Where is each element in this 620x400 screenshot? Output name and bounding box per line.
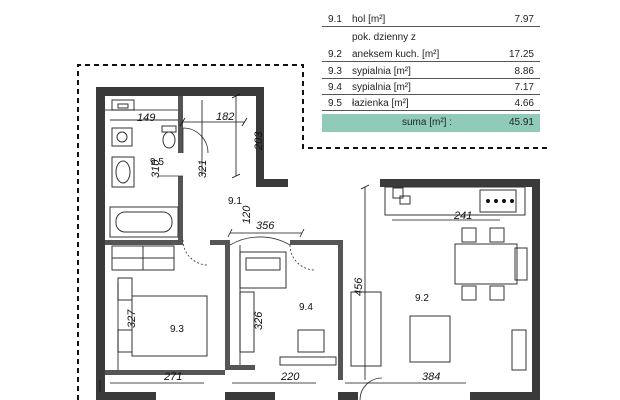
dashed-boundary xyxy=(77,64,548,400)
room-labels: 9.5 9.1 9.3 9.4 9.2 xyxy=(150,157,429,335)
hob-dots xyxy=(486,199,514,203)
dim-220: 220 xyxy=(280,371,300,383)
table-row-94: 9.4 sypialnia [m²] 7.17 xyxy=(322,78,540,95)
room-area: 8.86 xyxy=(514,66,534,77)
bedroom-93-furniture xyxy=(111,245,208,357)
table-row-91: 9.1 hol [m²] 7.97 xyxy=(322,6,540,27)
room-area: 7.17 xyxy=(514,82,534,93)
doors xyxy=(158,127,383,400)
dim-384: 384 xyxy=(422,371,440,383)
room-name: sypialnia [m²] xyxy=(352,66,411,77)
room-area: 7.97 xyxy=(514,14,534,25)
table-row-92: pok. dzienny z 9.2 aneksem kuch. [m²] 17… xyxy=(322,26,540,62)
dim-182: 182 xyxy=(216,111,234,123)
sum-value: 45.91 xyxy=(508,117,534,128)
room-area: 17.25 xyxy=(508,49,534,60)
outer-walls xyxy=(96,87,540,400)
dim-321: 321 xyxy=(197,160,209,178)
room-id: 9.4 xyxy=(328,82,342,93)
dim-310: 310 xyxy=(150,159,162,178)
table-row-95: 9.5 łazienka [m²] 4.66 xyxy=(322,94,540,111)
sum-row: suma [m²] : 45.91 xyxy=(322,114,540,132)
room-name: aneksem kuch. [m²] xyxy=(352,49,440,60)
sum-label: suma [m²] : xyxy=(402,117,453,128)
dim-327: 327 xyxy=(126,309,138,328)
room-name-line1: pok. dzienny z xyxy=(352,32,416,43)
room-area: 4.66 xyxy=(514,98,534,109)
inner-walls xyxy=(105,96,343,380)
dim-456: 456 xyxy=(353,277,365,296)
room-label-94: 9.4 xyxy=(299,302,313,313)
room-id: 9.2 xyxy=(328,49,342,60)
room-label-93: 9.3 xyxy=(170,324,184,335)
living-room-furniture xyxy=(350,186,528,371)
bedroom-94-furniture xyxy=(239,251,337,366)
room-id: 9.1 xyxy=(328,14,342,25)
bottom-walls xyxy=(96,392,540,400)
dim-356: 356 xyxy=(256,220,275,232)
room-label-91: 9.1 xyxy=(228,196,242,207)
room-name: łazienka [m²] xyxy=(352,98,409,109)
dim-120: 120 xyxy=(241,205,253,224)
room-label-92: 9.2 xyxy=(415,293,429,304)
room-id: 9.3 xyxy=(328,66,342,77)
dimension-lines xyxy=(99,93,500,400)
dim-203: 203 xyxy=(253,131,265,151)
room-label-95: 9.5 xyxy=(150,157,164,168)
dim-241: 241 xyxy=(453,210,472,222)
dim-326: 326 xyxy=(253,311,265,330)
table-row-93: 9.3 sypialnia [m²] 8.86 xyxy=(322,61,540,79)
room-name: sypialnia [m²] xyxy=(352,82,411,93)
dim-271: 271 xyxy=(163,371,182,383)
room-id: 9.5 xyxy=(328,98,342,109)
dim-149: 149 xyxy=(137,112,155,124)
bathroom-fixtures xyxy=(109,99,179,238)
dimension-labels: 149 182 203 321 310 120 356 241 456 327 … xyxy=(126,111,472,383)
room-name: hol [m²] xyxy=(352,14,386,25)
